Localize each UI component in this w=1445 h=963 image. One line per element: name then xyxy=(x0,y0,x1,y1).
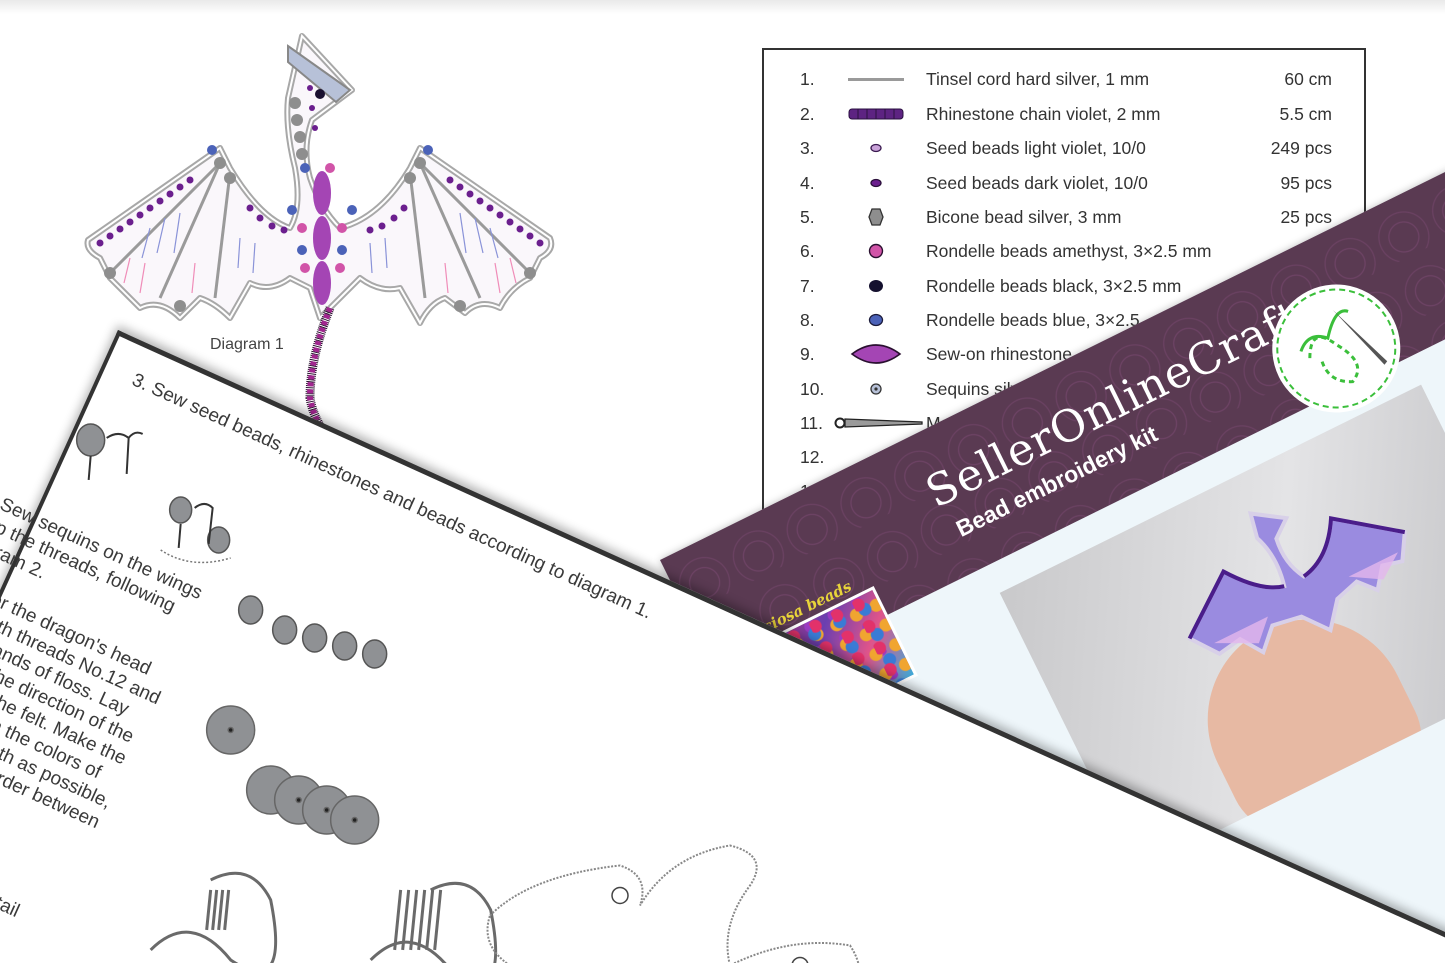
dragon-brooch-photo xyxy=(999,384,1445,871)
item-number: 9. xyxy=(800,343,815,364)
rhinestone-chain-icon xyxy=(846,102,906,126)
item-number: 1. xyxy=(800,68,815,89)
item-quantity: 25 pcs xyxy=(1280,206,1332,227)
materials-row: 9. Sew-on rhinestone xyxy=(764,337,1364,371)
item-number: 4. xyxy=(800,172,815,193)
item-number: 8. xyxy=(800,309,815,330)
tinsel-cord-icon xyxy=(846,67,906,91)
item-quantity: 249 pcs xyxy=(1270,137,1332,158)
product-card: SellerOnlineCraft Bead embroidery kit Pr… xyxy=(660,72,1445,963)
materials-row: 2. Rhinestone chain violet, 2 mm 5.5 cm xyxy=(764,97,1364,131)
sequin-icon xyxy=(846,377,906,401)
felt-template-outline-icon: a. xyxy=(486,844,861,963)
item-name: Rondelle beads blue, 3×2.5 xyxy=(926,309,1140,330)
item-number: 6. xyxy=(800,240,815,261)
stitch-illustrations-icon xyxy=(75,423,498,963)
metal-spike-icon xyxy=(834,411,924,435)
item-name: Seed beads light violet, 10/0 xyxy=(926,137,1146,158)
rondelle-black-icon xyxy=(846,274,906,298)
instruction-sheet: 3. Sew seed beads, rhinestones and beads… xyxy=(0,330,1445,963)
item-number: 11. xyxy=(800,412,824,433)
materials-row: 3. Seed beads light violet, 10/0 249 pcs xyxy=(764,131,1364,165)
item-name: Tinsel cord hard silver, 1 mm xyxy=(926,68,1150,89)
top-shadow xyxy=(0,0,1445,14)
item-number: 5. xyxy=(800,206,815,227)
item-name: Bicone bead silver, 3 mm xyxy=(926,206,1122,227)
bicone-bead-icon xyxy=(846,205,906,229)
materials-row: 4. Seed beads dark violet, 10/0 95 pcs xyxy=(764,166,1364,200)
item-name: Seed beads dark violet, 10/0 xyxy=(926,172,1148,193)
seed-bead-light-violet-icon xyxy=(846,136,906,160)
item-number: 3. xyxy=(800,137,815,158)
sew-on-rhinestone-icon xyxy=(846,342,906,366)
brand-logo-needle-icon xyxy=(1255,268,1417,429)
dragon-bead-diagram-icon xyxy=(84,33,555,452)
item-number: 12. xyxy=(800,446,825,467)
rondelle-blue-icon xyxy=(846,308,906,332)
item-number: 2. xyxy=(800,103,815,124)
item-number: 7. xyxy=(800,275,815,296)
dragon-diagram: Diagram 1 xyxy=(40,28,580,508)
materials-row: 6. Rondelle beads amethyst, 3×2.5 mm 8 xyxy=(764,234,1364,268)
materials-row: 8. Rondelle beads blue, 3×2.5 xyxy=(764,303,1364,337)
item-name: Sew-on rhinestone xyxy=(926,343,1072,364)
item-quantity: 60 cm xyxy=(1284,68,1332,89)
item-name: Rhinestone chain violet, 2 mm xyxy=(926,103,1161,124)
item-number: 10. xyxy=(800,378,825,399)
materials-row: 1. Tinsel cord hard silver, 1 mm 60 cm xyxy=(764,62,1364,96)
item-quantity: 5.5 cm xyxy=(1279,103,1332,124)
seed-bead-dark-violet-icon xyxy=(846,171,906,195)
materials-row: 5. Bicone bead silver, 3 mm 25 pcs xyxy=(764,200,1364,234)
rondelle-amethyst-icon xyxy=(846,239,906,263)
diagram-caption: Diagram 1 xyxy=(210,336,284,353)
item-name: Rondelle beads black, 3×2.5 mm xyxy=(926,275,1182,296)
dragon-brooch-icon xyxy=(1186,511,1407,657)
materials-row: 7. Rondelle beads black, 3×2.5 mm xyxy=(764,269,1364,303)
item-name: Rondelle beads amethyst, 3×2.5 mm xyxy=(926,240,1212,261)
item-quantity: 95 pcs xyxy=(1280,172,1332,193)
